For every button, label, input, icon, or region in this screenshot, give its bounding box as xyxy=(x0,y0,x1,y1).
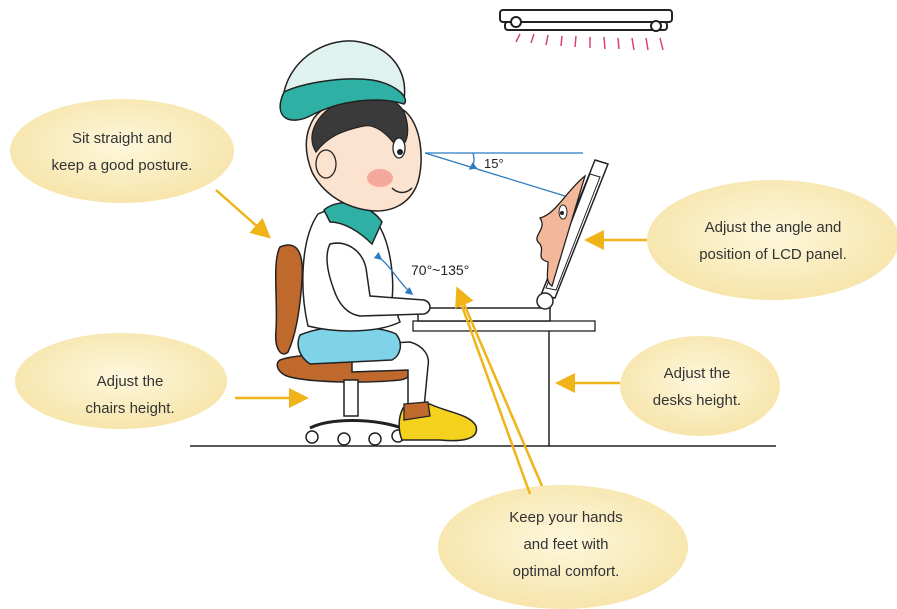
tip-lcd: Adjust the angle and position of LCD pan… xyxy=(670,214,876,268)
arrow-hands-feet xyxy=(462,306,530,494)
tip-hands-feet: Keep your hands and feet with optimal co… xyxy=(466,504,666,585)
ceiling-light-icon xyxy=(500,10,672,50)
viewing-angle-lines xyxy=(425,153,583,196)
tip-posture: Sit straight and keep a good posture. xyxy=(22,125,222,179)
elbow-angle-label: 70°~135° xyxy=(411,262,469,278)
view-angle-label: 15° xyxy=(484,156,504,171)
tip-desk: Adjust the desks height. xyxy=(632,360,762,414)
laptop-icon xyxy=(418,160,608,321)
arrow-posture xyxy=(216,190,268,236)
tip-chair: Adjust the chairs height. xyxy=(50,368,210,422)
